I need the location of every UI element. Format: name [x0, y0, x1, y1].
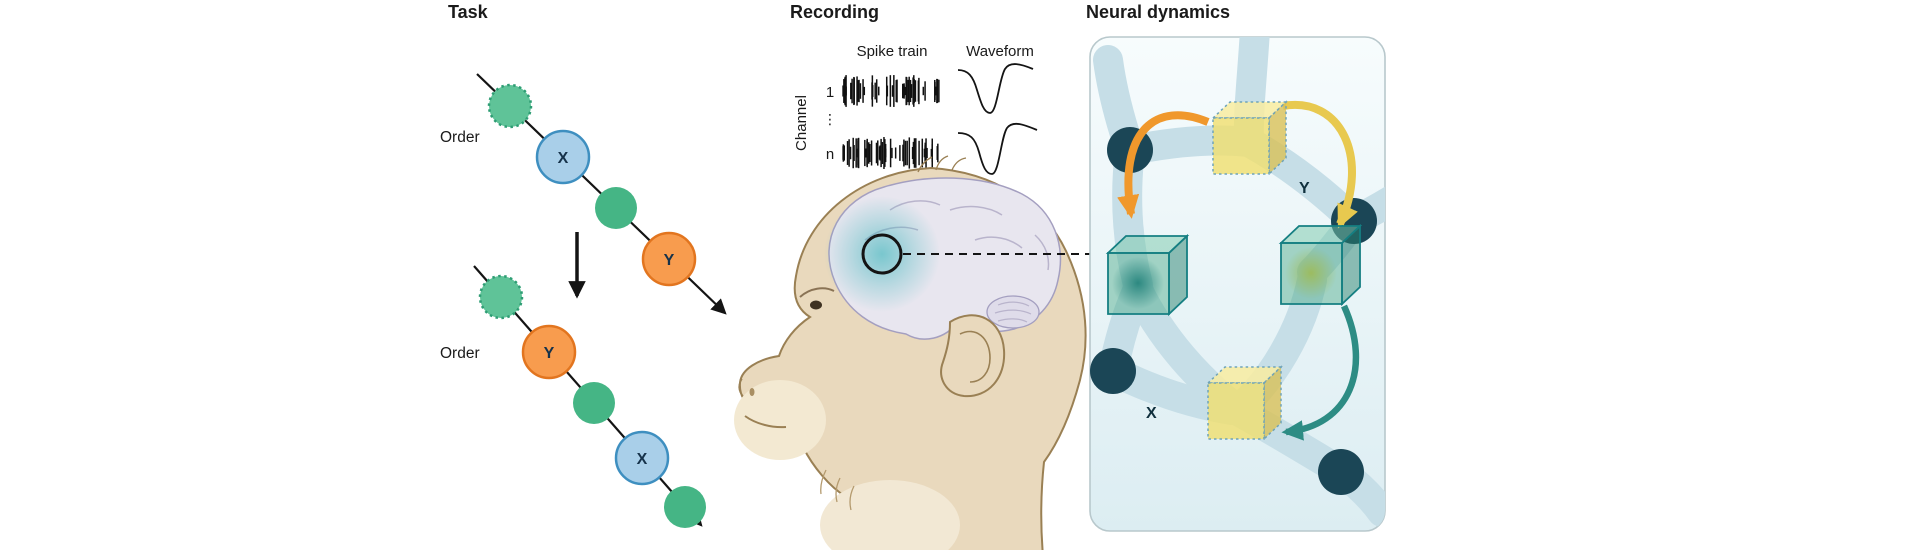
monkey-eye: [810, 300, 822, 310]
crown-fur: [917, 155, 967, 173]
waveform-header: Waveform: [966, 43, 1034, 60]
trial-circle-dotted: [487, 83, 533, 129]
waveform-n: [957, 122, 1038, 175]
trial-circle-y: [641, 231, 697, 287]
mouth-line: [744, 415, 787, 429]
spike-train-header: Spike train: [857, 43, 928, 60]
trial-letter-y: Y: [664, 252, 675, 269]
recording-panel: Recording Spike train Waveform Channel 1…: [734, 2, 1092, 550]
cortex-activation-glow: [824, 196, 940, 312]
task-panel: Task Order X Y Order Y X: [440, 2, 727, 528]
trial-circle-dotted: [478, 274, 524, 320]
cube-glow-yellow: [1285, 247, 1337, 299]
state-label-y: Y: [1299, 180, 1310, 197]
channel-ellipsis: ⋮: [823, 111, 837, 127]
ear-outer: [940, 314, 1006, 398]
trial-circle-y: [521, 324, 577, 380]
state-cube-yellow-top: [1211, 100, 1288, 176]
order-label-1: Order: [440, 129, 480, 146]
spike-raster-n: [842, 137, 939, 169]
channel-1-label: 1: [826, 84, 834, 101]
trial-circle-green: [664, 486, 706, 528]
brow-line: [799, 287, 835, 298]
network-node: [1318, 449, 1364, 495]
network-node: [1090, 348, 1136, 394]
cerebellum-folds: [994, 301, 1032, 323]
waveform-1: [957, 63, 1034, 114]
state-label-x: X: [1146, 405, 1157, 422]
transition-arrow-yellow: [1282, 100, 1358, 229]
task-title: Task: [448, 2, 489, 22]
channel-n-label: n: [826, 146, 834, 163]
monkey-ear: [940, 314, 1006, 398]
nostril: [749, 388, 755, 396]
trial-circle-x: [535, 129, 591, 185]
task-sequence-2: Order Y X: [440, 265, 706, 528]
channel-axis-label: Channel: [793, 95, 810, 151]
trial-letter-x: X: [637, 451, 648, 468]
monkey-illustration: [734, 155, 1087, 550]
trial-letter-y: Y: [544, 345, 555, 362]
cube-glow-teal: [1112, 257, 1164, 309]
recording-title: Recording: [790, 2, 879, 22]
transition-arrow-teal: [1281, 304, 1360, 441]
spike-raster-1: [842, 75, 940, 107]
cheek-fur: [820, 469, 855, 511]
trial-circle-green: [573, 382, 615, 424]
neural-panel-content: Y X: [1090, 37, 1385, 527]
neural-title: Neural dynamics: [1086, 2, 1230, 22]
recording-site-circle: [861, 233, 903, 275]
trial-letter-x: X: [558, 150, 569, 167]
neural-dynamics-panel: Neural dynamics: [1086, 2, 1386, 532]
state-cube-green-left: [1105, 233, 1190, 317]
monkey-chest: [820, 480, 960, 550]
trial-circle-x: [614, 430, 670, 486]
cerebellum: [986, 295, 1040, 329]
state-cube-green-right: [1278, 223, 1363, 307]
nose-line: [738, 378, 744, 397]
trial-circle-green: [595, 187, 637, 229]
state-cube-yellow-bottom: [1206, 365, 1283, 441]
order-label-2: Order: [440, 345, 480, 362]
transition-arrow-orange: [1117, 111, 1210, 219]
monkey-muzzle: [734, 380, 826, 460]
ear-inner: [959, 330, 991, 383]
task-sequence-1: Order X Y: [440, 73, 727, 315]
